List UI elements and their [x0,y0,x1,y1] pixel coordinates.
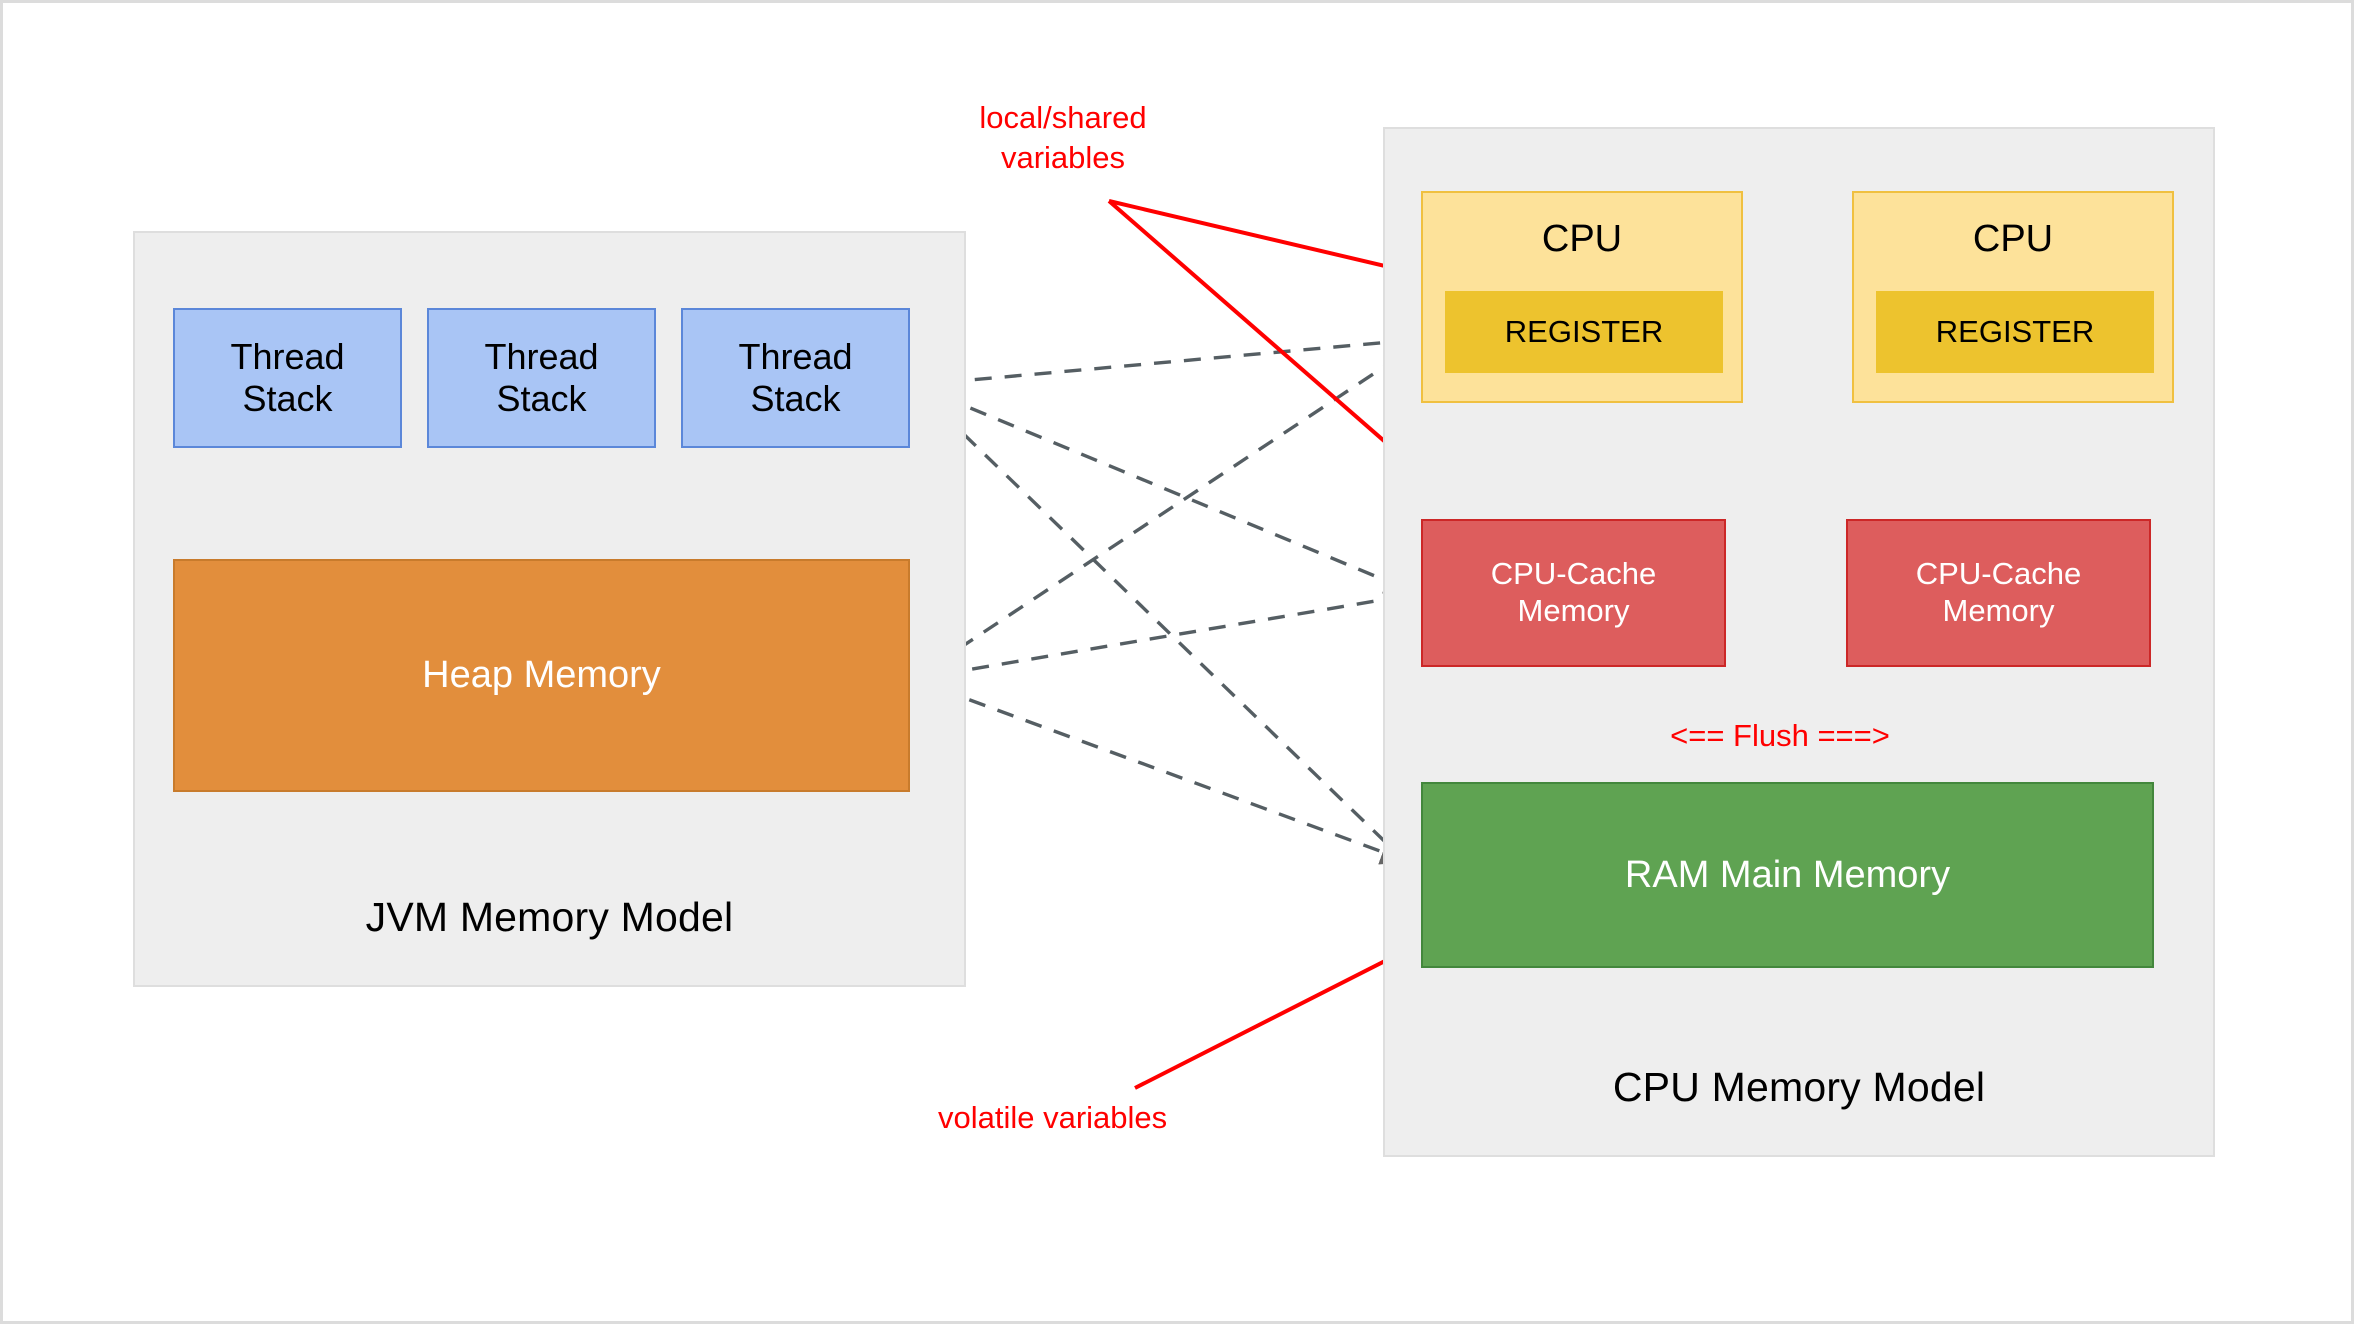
dashed-connectors [910,328,1426,865]
cpu-cache-memory-box-2[interactable]: CPU-Cache Memory [1846,519,2151,667]
register-box-2[interactable]: REGISTER [1876,291,2154,373]
cpu-label-2: CPU [1972,218,2054,260]
cpu-memory-model-title: CPU Memory Model [1612,1064,1986,1110]
thread-stack-box-3[interactable]: Thread Stack [681,308,910,448]
jvm-memory-model-title: JVM Memory Model [365,894,734,940]
register-box-1[interactable]: REGISTER [1445,291,1723,373]
heap-memory-box[interactable]: Heap Memory [173,559,910,792]
cpu-cache-memory-box-1[interactable]: CPU-Cache Memory [1421,519,1726,667]
annotation-local-shared-variables: local/shared variables [979,100,1147,175]
cpu-box-2[interactable]: CPU REGISTER [1852,191,2174,403]
annotation-flush: <== Flush ===> [1670,718,1890,753]
cpu-label-1: CPU [1541,218,1623,260]
thread-stack-box-2[interactable]: Thread Stack [427,308,656,448]
cpu-box-1[interactable]: CPU REGISTER [1421,191,1743,403]
thread-stack-box-1[interactable]: Thread Stack [173,308,402,448]
ram-main-memory-box[interactable]: RAM Main Memory [1421,782,2154,968]
annotation-volatile-variables: volatile variables [938,1100,1168,1135]
